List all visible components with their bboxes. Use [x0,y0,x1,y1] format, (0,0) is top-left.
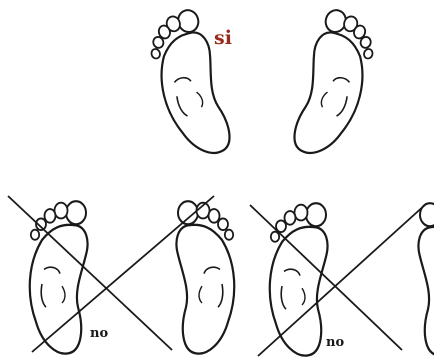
wrong-right-left-foot [270,203,328,355]
wrong-pair-left [8,196,234,354]
correct-right-foot [283,7,383,163]
wrong-label-left: no [90,327,108,340]
correct-label: si [214,29,232,48]
wrong-pair-right [250,203,434,356]
wrong-right-right-foot [418,203,434,355]
correct-pair [141,7,383,163]
wrong-left-right-foot [176,201,234,353]
wrong-label-right: no [326,336,344,349]
